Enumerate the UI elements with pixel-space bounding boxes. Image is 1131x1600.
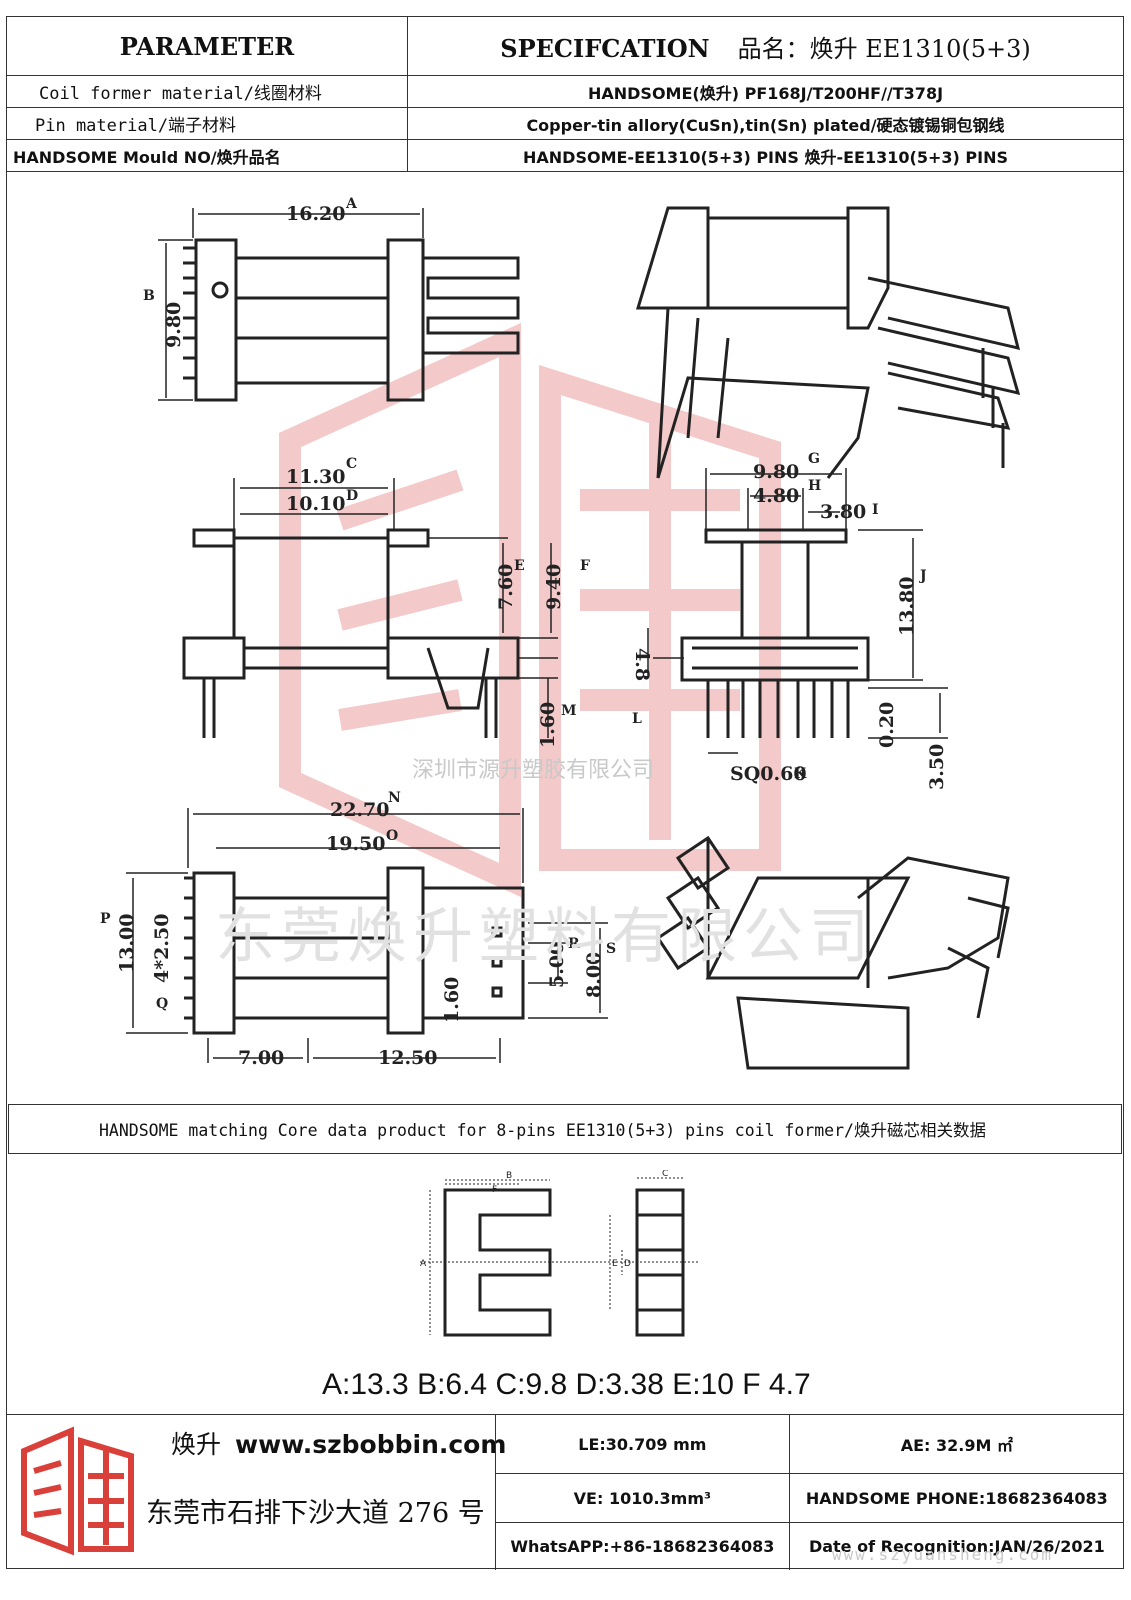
row-value-mould-no: HANDSOME-EE1310(5+3) PINS 焕升-EE1310(5+3)… [407,139,1124,172]
dim-p-value: 13.00 [116,914,138,974]
dim-g-value: 9.80 [753,461,799,483]
dim-020-value: 0.20 [876,702,898,748]
technical-drawing: 16.20 A 9.80 B 11.30 C 10.10 D 7.60 E 9.… [100,196,1021,1070]
front-view [182,478,558,738]
dim-e-value: 7.60 [495,564,517,610]
info-table: LE:30.709 mm AE: 32.9M ㎡ VE: 1010.3mm³ H… [495,1415,1124,1570]
dim-h-value: 4.80 [753,485,799,507]
brand-line: 焕升 www.szbobbin.com [171,1425,506,1461]
row-value-pin-material: Copper-tin allory(CuSn),tin(Sn) plated/硬… [407,107,1124,140]
dim-h-letter: H [808,478,821,494]
core-caption: HANDSOME matching Core data product for … [8,1104,1122,1154]
dim-d-letter: D [346,488,358,504]
dim-r-letter: R [568,936,580,952]
dim-c-value: 11.30 [286,466,346,488]
core-label-f: F [492,1185,497,1195]
spec-title-cell: SPECIFCATION 品名：焕升 EE1310(5+3) [407,16,1124,76]
dim-a-letter: A [345,196,358,212]
dim-e-letter: E [514,558,525,574]
dim-f-letter: F [580,558,590,574]
info-le: LE:30.709 mm [495,1415,790,1475]
dim-s-letter: S [606,941,616,957]
core-label-d: D [624,1259,631,1269]
dim-b-value: 9.80 [163,302,185,348]
dim-f-value: 9.40 [543,564,565,610]
row-label-pin-material: Pin material/端子材料 [6,107,408,140]
core-label-e: E [612,1259,618,1269]
top-view [158,208,520,402]
info-whatsapp: WhatsAPP:+86-18682364083 [495,1522,790,1570]
brand-cn: 焕升 [171,1430,222,1459]
dim-l-letter: L [632,711,642,727]
dim-i-letter: I [872,502,879,518]
dim-u2-value: 12.50 [378,1047,438,1069]
parameter-title: PARAMETER [6,16,408,76]
product-name: 品名：焕升 EE1310(5+3) [737,34,1031,63]
dim-t-value: 1.60 [441,977,463,1023]
dim-m-value: 1.60 [537,702,559,748]
dim-o-value: 19.50 [326,833,386,855]
dim-g-letter: G [808,451,820,467]
dim-a-value: 16.20 [286,203,346,225]
core-label-b: B [506,1171,512,1181]
dim-b-letter: B [143,288,155,304]
website-link[interactable]: www.szbobbin.com [235,1430,507,1459]
info-ve: VE: 1010.3mm³ [495,1473,790,1523]
dim-k-letter: K [794,766,807,782]
info-phone: HANDSOME PHONE:18682364083 [788,1473,1124,1523]
dimension-labels: 16.20 A 9.80 B 11.30 C 10.10 D 7.60 E 9.… [100,196,948,1069]
dim-j-letter: J [918,568,927,584]
row-value-coil-material: HANDSOME(焕升) PF168J/T200HF//T378J [407,75,1124,108]
company-address: 东莞市石排下沙大道 276 号 [146,1498,485,1529]
row-label-mould-no: HANDSOME Mould NO/焕升品名 [6,139,408,172]
dim-350-value: 3.50 [926,744,948,790]
dim-o-letter: O [386,828,398,844]
side-view [647,468,948,754]
dim-r-value: 5.00 [546,942,568,988]
footer: 焕升 www.szbobbin.com 东莞市石排下沙大道 276 号 LE:30… [6,1414,1124,1570]
info-ae: AE: 32.9M ㎡ [788,1415,1124,1475]
dim-i-value: 3.80 [820,501,866,523]
dim-d-value: 10.10 [286,493,346,515]
spec-title: SPECIFCATION [500,33,710,63]
info-date: Date of Recognition:JAN/26/2021 [788,1522,1124,1570]
dim-j-value: 13.80 [896,577,918,637]
dim-c-letter: C [346,456,357,472]
dim-n-letter: N [388,790,401,806]
dim-u1-value: 7.00 [238,1047,284,1069]
dim-s-value: 8.00 [583,952,605,998]
company-logo-icon [21,1426,134,1556]
core-label-c: C [662,1170,668,1179]
iso-view-top [635,206,1021,479]
dim-q-value: 4*2.50 [151,914,173,983]
core-drawing: B F A C E D [420,1170,700,1337]
dim-q-letter: Q [156,996,168,1012]
core-label-a: A [420,1259,427,1269]
dim-k-value: SQ0.60 [730,763,807,785]
dim-m-letter: M [561,703,577,719]
bottom-view [126,808,608,1063]
dim-p-letter: P [100,911,111,927]
row-label-coil-material: Coil former material/线圈材料 [6,75,408,108]
dim-l-value: 4.8 [631,648,653,681]
dim-n-value: 22.70 [330,799,390,821]
iso-view-bottom [655,835,1010,1070]
core-data-line: A:13.3 B:6.4 C:9.8 D:3.38 E:10 F 4.7 [322,1368,811,1401]
